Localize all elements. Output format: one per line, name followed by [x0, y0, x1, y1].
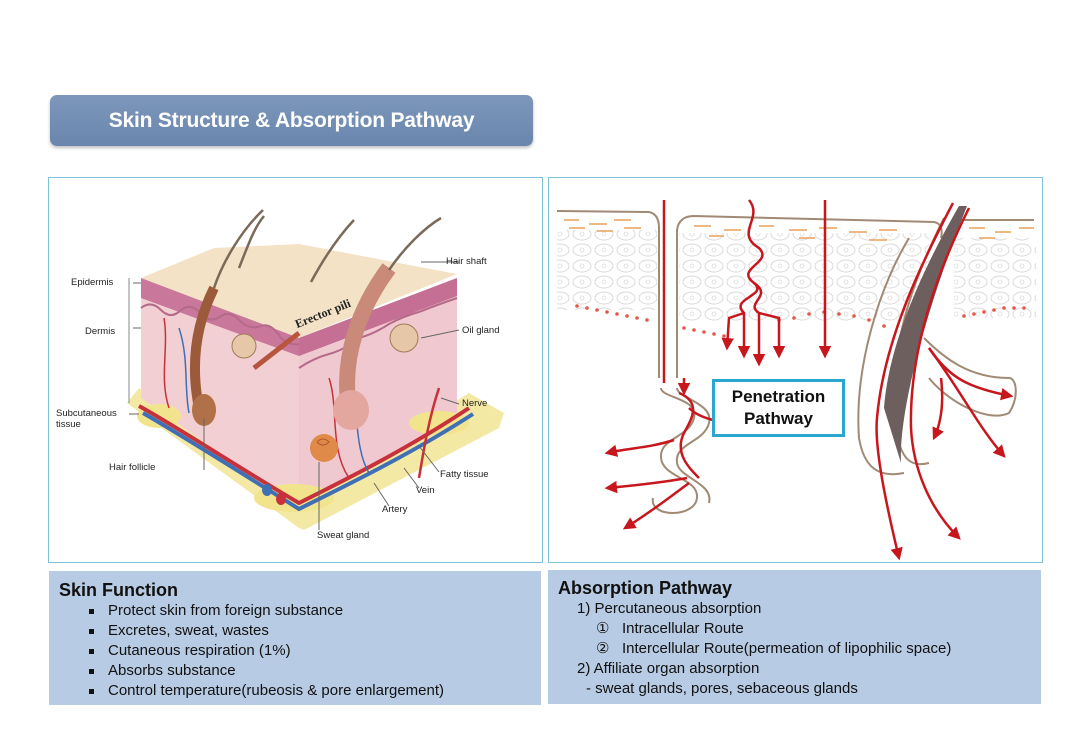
glands-line: - sweat glands, pores, sebaceous glands [586, 680, 858, 697]
intercellular-text: Intercellular Route(permeation of lipoph… [622, 640, 952, 657]
percutaneous-line: 1) Percutaneous absorption [577, 600, 762, 617]
label-fatty-tissue: Fatty tissue [440, 469, 489, 480]
penetration-pathway-illustration [556, 199, 1036, 561]
penetration-pathway-panel: Penetration Pathway [548, 177, 1043, 563]
list-item: Cutaneous respiration (1%) [89, 641, 531, 661]
absorption-pathway-box: Absorption Pathway 1) Percutaneous absor… [548, 570, 1041, 704]
slide-title: Skin Structure & Absorption Pathway [50, 95, 533, 146]
list-item: Control temperature(rubeosis & pore enla… [89, 681, 531, 701]
circled-one-marker: ① [596, 620, 610, 637]
list-item: Excretes, sweat, wastes [89, 621, 531, 641]
label-oil-gland: Oil gland [462, 325, 500, 336]
absorption-pathway-heading: Absorption Pathway [558, 578, 733, 598]
penetration-pathway-label: Penetration Pathway [712, 379, 845, 437]
penetration-label-line1: Penetration [731, 387, 826, 406]
intercellular-line: ② Intercellular Route(permeation of lipop… [558, 639, 1031, 659]
skin-cross-section-illustration [127, 209, 504, 530]
skin-function-heading: Skin Function [59, 580, 178, 600]
label-tissue: tissue [56, 419, 81, 430]
circled-two-marker: ② [596, 640, 610, 657]
label-vein: Vein [416, 485, 435, 496]
label-hair-follicle: Hair follicle [109, 462, 156, 473]
label-hair-shaft: Hair shaft [446, 256, 487, 267]
label-nerve: Nerve [462, 398, 488, 409]
skin-function-list: Protect skin from foreign substance Excr… [59, 601, 531, 701]
intracellular-line: ① Intracellular Route [558, 619, 1031, 639]
intracellular-text: Intracellular Route [622, 620, 744, 637]
label-sweat-gland: Sweat gland [317, 530, 370, 541]
list-item: Absorbs substance [89, 661, 531, 681]
affiliate-organ-line: 2) Affiliate organ absorption [577, 660, 760, 677]
label-dermis: Dermis [85, 326, 116, 337]
skin-structure-panel: Epidermis Dermis Subcutaneous tissue Hai… [48, 177, 543, 563]
label-epidermis: Epidermis [71, 277, 114, 288]
penetration-label-line2: Pathway [744, 409, 813, 428]
label-subcutaneous: Subcutaneous [56, 408, 117, 419]
list-item: Protect skin from foreign substance [89, 601, 531, 621]
skin-function-box: Skin Function Protect skin from foreign … [49, 571, 541, 705]
label-artery: Artery [382, 504, 408, 515]
